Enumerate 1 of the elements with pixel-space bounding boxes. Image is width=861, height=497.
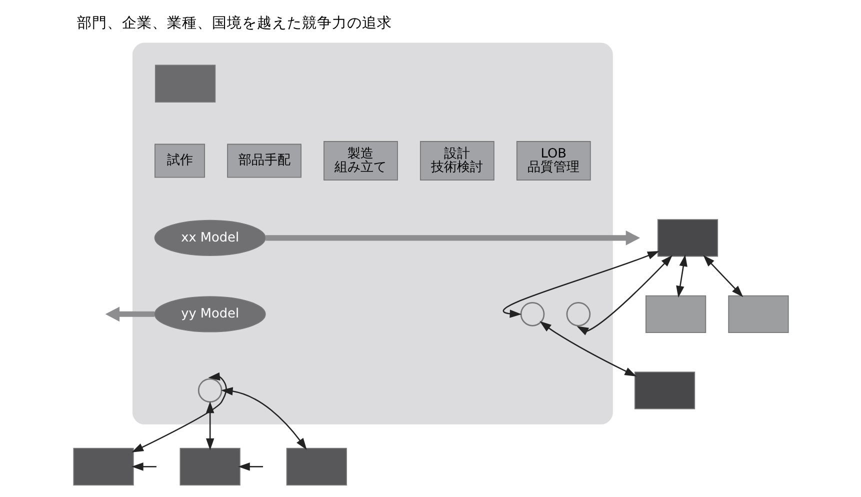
diagram-title: 部門、企業、業種、国境を越えた競争力の追求 <box>76 14 392 32</box>
